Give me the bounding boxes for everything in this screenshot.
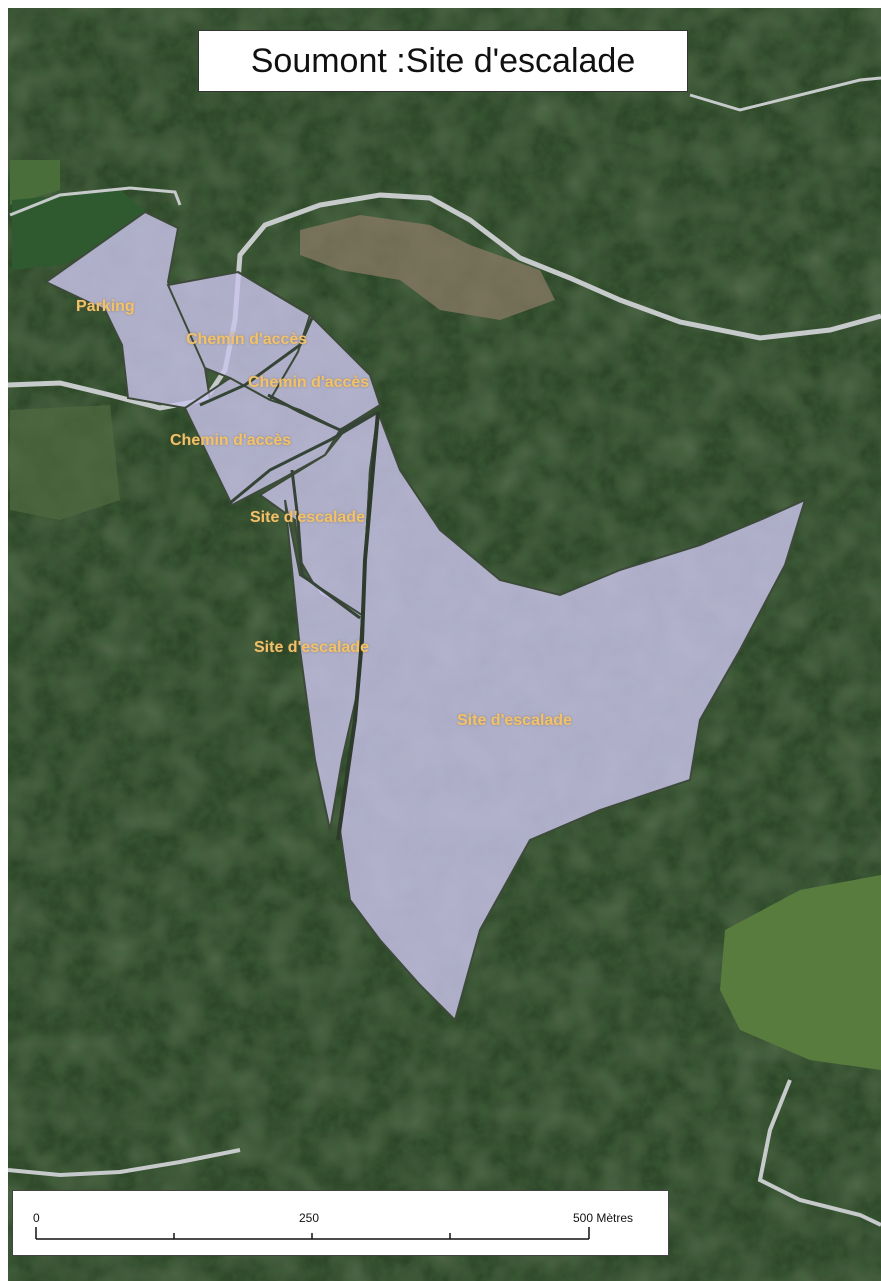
trail-3 <box>229 410 379 505</box>
zone-chemin-acces-3 <box>183 376 342 507</box>
frame-top <box>0 0 881 8</box>
scale-ruler <box>35 1227 590 1240</box>
field-topleft <box>10 160 60 205</box>
scale-label-500: 500 Mètres <box>573 1211 634 1225</box>
trail-2 <box>267 393 379 432</box>
scale-label-250: 250 <box>299 1211 320 1225</box>
scale-label-0: 0 <box>33 1211 40 1225</box>
side-road-topleft <box>9 186 182 217</box>
clearing-top <box>300 215 555 320</box>
zone-label-site-escalade-1: Site d'escalade <box>250 509 365 526</box>
road-bottomright <box>757 1079 881 1227</box>
scale-bar: 0 250 500 Mètres <box>12 1190 669 1256</box>
trail-main-gully <box>336 411 380 841</box>
zones-group <box>44 210 807 1022</box>
road-topright <box>689 76 881 112</box>
frame-left <box>0 0 8 1281</box>
zone-label-parking: Parking <box>76 298 135 315</box>
zone-label-chemin-acces-1: Chemin d'accès <box>186 331 308 348</box>
field-left <box>12 190 145 270</box>
road-bottomleft <box>7 1148 241 1178</box>
trail-1 <box>199 317 314 407</box>
zone-label-chemin-acces-2: Chemin d'accès <box>248 374 370 391</box>
map-title: Soumont :Site d'escalade <box>198 30 688 92</box>
trail-4 <box>290 469 361 620</box>
zone-label-site-escalade-2: Site d'escalade <box>254 639 369 656</box>
meadow-right <box>720 875 881 1070</box>
zone-label-site-escalade-3: Site d'escalade <box>457 712 572 729</box>
main-road <box>7 192 881 411</box>
field-lower-left <box>10 405 120 520</box>
zone-label-chemin-acces-3: Chemin d'accès <box>170 432 292 449</box>
